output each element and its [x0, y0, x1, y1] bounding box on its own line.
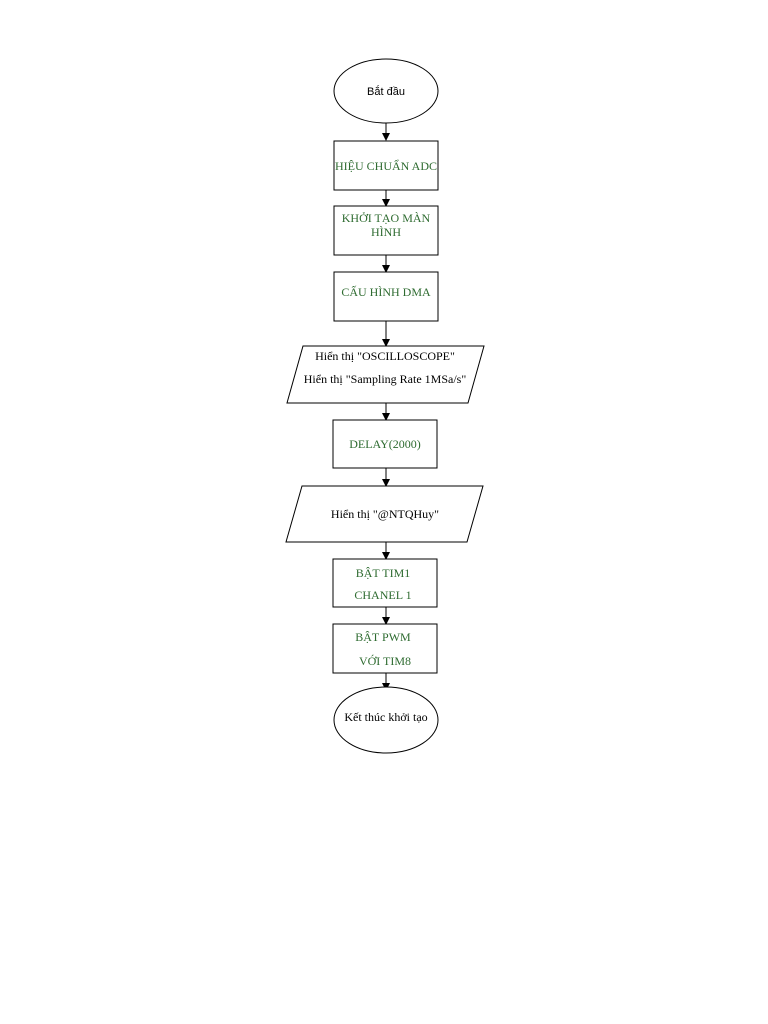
delay-node: DELAY(2000)	[332, 419, 438, 469]
calibrate-adc-node: HIỆU CHUẨN ADC	[333, 140, 439, 191]
calibrate-adc-box	[333, 140, 439, 191]
config-dma-label: CẤU HÌNH DMA	[341, 284, 431, 299]
init-screen-label-line1: KHỞI TẠO MÀN	[342, 211, 431, 225]
config-dma-box	[333, 271, 439, 322]
init-screen-box	[333, 205, 439, 256]
start-ellipse	[333, 58, 439, 124]
display-osc-parallelogram	[286, 345, 485, 404]
enable-tim1-label-line2: CHANEL 1	[354, 588, 411, 602]
end-node: Kết thúc khởi tạo	[333, 686, 439, 754]
start-label: Bắt đầu	[367, 85, 405, 98]
display-author-parallelogram	[285, 485, 484, 543]
enable-pwm-node: BẬT PWM VỚI TIM8	[332, 623, 438, 674]
enable-pwm-label-line2: VỚI TIM8	[359, 654, 411, 668]
enable-tim1-node: BẬT TIM1 CHANEL 1	[332, 558, 438, 608]
delay-label: DELAY(2000)	[349, 437, 421, 451]
display-osc-label-line2: Hiển thị "Sampling Rate 1MSa/s"	[304, 372, 467, 386]
end-label: Kết thúc khởi tạo	[344, 710, 427, 724]
calibrate-adc-label: HIỆU CHUẨN ADC	[335, 158, 437, 173]
init-screen-node: KHỞI TẠO MÀN HÌNH	[333, 205, 439, 256]
delay-box	[332, 419, 438, 469]
display-author-label: Hiển thị "@NTQHuy"	[331, 507, 439, 521]
display-osc-label-line1: Hiển thị "OSCILLOSCOPE"	[315, 349, 455, 363]
end-ellipse	[333, 686, 439, 754]
enable-pwm-box	[332, 623, 438, 674]
enable-pwm-label-line1: BẬT PWM	[355, 630, 411, 644]
enable-tim1-box	[332, 558, 438, 608]
init-screen-label-line2: HÌNH	[371, 225, 401, 239]
start-node: Bắt đầu	[333, 58, 439, 124]
display-osc-node: Hiển thị "OSCILLOSCOPE" Hiển thị "Sampli…	[286, 345, 485, 404]
enable-tim1-label-line1: BẬT TIM1	[356, 566, 411, 580]
display-author-node: Hiển thị "@NTQHuy"	[285, 485, 484, 543]
config-dma-node: CẤU HÌNH DMA	[333, 271, 439, 322]
